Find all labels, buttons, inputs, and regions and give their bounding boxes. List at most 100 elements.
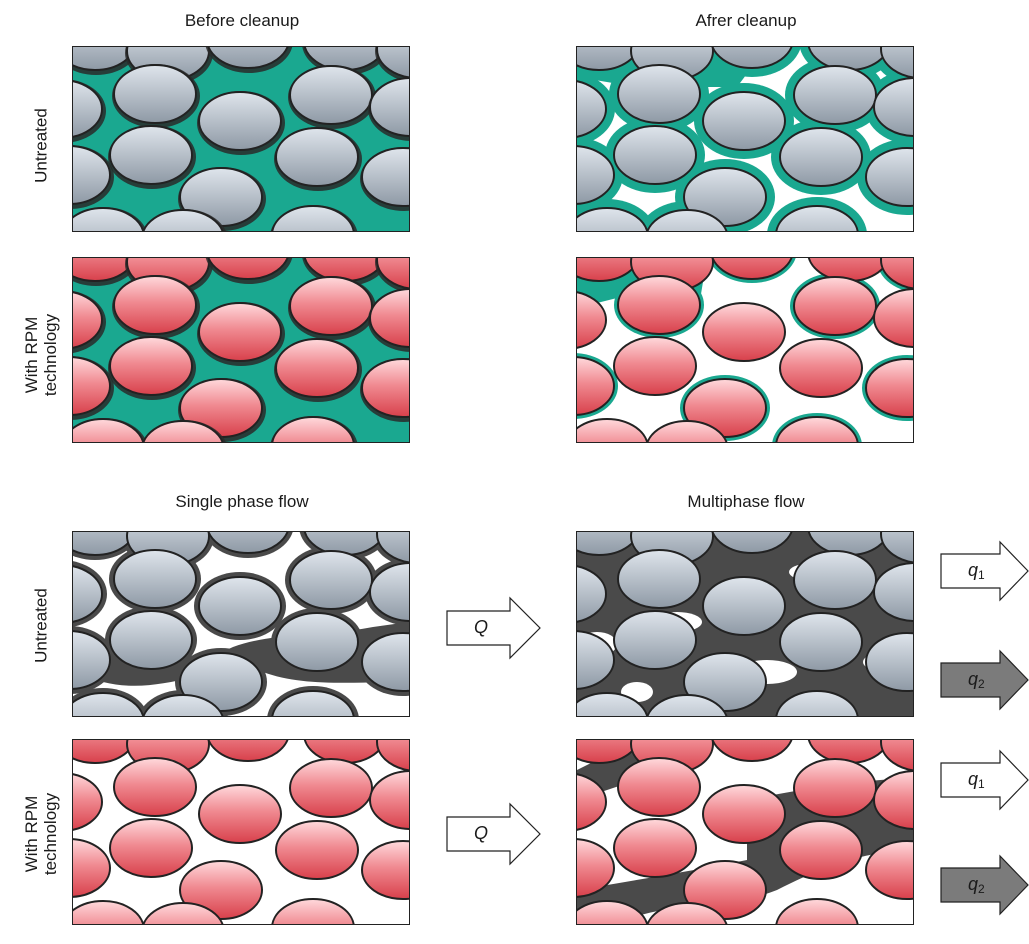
sand-grain (711, 47, 793, 69)
sand-grain (275, 338, 359, 398)
sand-grain (376, 740, 409, 772)
sand-grain (73, 838, 111, 898)
q-subscript: 1 (978, 777, 985, 791)
sand-grain (702, 91, 786, 151)
sand-grain (775, 416, 859, 442)
sand-grain (577, 207, 649, 231)
top-col-title-before: Before cleanup (184, 11, 300, 30)
output-arrow-q1-untreated: q1 (940, 540, 1029, 602)
sand-grain (613, 818, 697, 878)
row-label-line: technology (41, 792, 60, 876)
sand-grain (873, 77, 913, 137)
sand-grain (577, 291, 607, 349)
sand-grain (711, 740, 793, 762)
sand-grain (779, 338, 863, 398)
sand-grain (711, 258, 793, 280)
bottom-col-title-single-phase: Single phase flow (175, 492, 309, 511)
sand-grain (198, 302, 282, 362)
sand-grain (880, 532, 913, 564)
sand-grain (275, 127, 359, 187)
sand-grain (613, 610, 697, 670)
sand-grain (73, 773, 103, 831)
sand-grain (369, 77, 409, 137)
sand-grain (577, 532, 641, 556)
row-label-line: Untreated (31, 108, 51, 183)
sand-grain (113, 64, 197, 124)
sand-grain (73, 356, 111, 416)
panel-rpm-before-cleanup (72, 257, 410, 443)
sand-grain (865, 840, 913, 900)
grain-pack (73, 47, 409, 231)
sand-grain (577, 838, 615, 898)
sand-grain (702, 784, 786, 844)
flow-arrow-q-untreated: Q (446, 596, 542, 660)
sand-grain (577, 900, 649, 924)
grain-pack (577, 258, 913, 442)
sand-grain (198, 784, 282, 844)
grain-pack (73, 532, 409, 716)
sand-grain (577, 418, 649, 442)
sand-grain (775, 898, 859, 924)
sand-grain (73, 47, 137, 71)
sand-grain (793, 65, 877, 125)
row-label-line: With RPM (22, 795, 41, 873)
sand-grain (577, 47, 641, 71)
sand-grain (793, 276, 877, 336)
grain-pack (577, 532, 913, 716)
sand-grain (711, 532, 793, 554)
output-arrow-q2-rpm: q2 (940, 854, 1029, 916)
row-label-line: technology (41, 313, 60, 397)
sand-grain (873, 562, 913, 622)
sand-grain (865, 632, 913, 692)
sand-grain (73, 532, 137, 556)
sand-grain (577, 356, 615, 416)
sand-grain (376, 532, 409, 564)
sand-grain (361, 840, 409, 900)
sand-grain (73, 740, 137, 764)
sand-grain (376, 258, 409, 290)
sand-grain (361, 147, 409, 207)
sand-grain (109, 336, 193, 396)
q-symbol: q (968, 769, 979, 789)
right-arrow-icon (940, 749, 1029, 811)
flow-arrow-q-rpm: Q (446, 802, 542, 866)
sand-grain (613, 336, 697, 396)
sand-grain (142, 902, 224, 924)
sand-grain (198, 576, 282, 636)
top-row-label-rpm: With RPM technology (22, 245, 60, 465)
sand-grain (577, 145, 615, 205)
output-arrow-label: q1 (968, 560, 985, 582)
right-arrow-icon (446, 596, 541, 660)
right-arrow-icon (940, 540, 1029, 602)
panel-rpm-multiphase (576, 739, 914, 925)
sand-grain (289, 758, 373, 818)
sand-grain (646, 902, 728, 924)
top-col-title-after: Afrer cleanup (695, 11, 797, 30)
sand-grain (617, 757, 701, 817)
right-arrow-icon (446, 802, 541, 866)
sand-grain (880, 47, 913, 79)
q-subscript: 2 (978, 882, 985, 896)
bottom-row-label-rpm: With RPM technology (22, 724, 60, 944)
sand-grain (646, 209, 728, 231)
sand-grain (271, 690, 355, 716)
flow-arrow-label: Q (474, 617, 489, 637)
bottom-row-label-untreated: Untreated (32, 516, 51, 736)
sand-grain (873, 288, 913, 348)
sand-grain (617, 549, 701, 609)
q-symbol: q (968, 874, 979, 894)
sand-grain (73, 900, 145, 924)
output-arrow-label: q1 (968, 769, 985, 791)
sand-grain (113, 275, 197, 335)
q-subscript: 2 (978, 677, 985, 691)
sand-grain (779, 127, 863, 187)
panel-rpm-single-phase (72, 739, 410, 925)
sand-grain (577, 80, 607, 138)
sand-grain (113, 757, 197, 817)
right-arrow-icon (940, 649, 1029, 711)
sand-grain (109, 610, 193, 670)
sand-grain (779, 612, 863, 672)
sand-grain (577, 565, 607, 623)
sand-grain (880, 740, 913, 772)
sand-grain (142, 694, 224, 716)
